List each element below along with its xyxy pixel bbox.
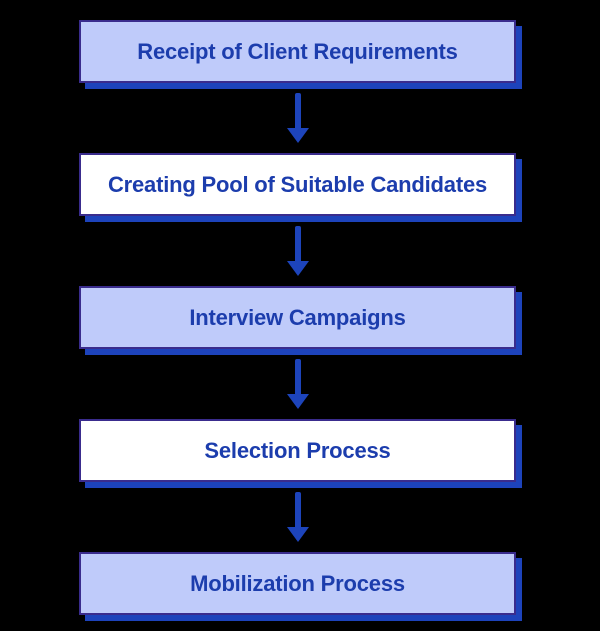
flow-step-selection-process: Selection Process xyxy=(79,419,516,482)
flowchart: Receipt of Client Requirements Creating … xyxy=(79,20,516,615)
connector-4 xyxy=(79,482,516,552)
flow-step-label: Receipt of Client Requirements xyxy=(137,38,458,64)
flow-step-label: Selection Process xyxy=(204,437,391,463)
down-arrow-icon xyxy=(286,226,309,276)
connector-2 xyxy=(79,216,516,286)
flow-step-receipt-of-client-requirements: Receipt of Client Requirements xyxy=(79,20,516,83)
down-arrow-icon xyxy=(286,93,309,143)
flow-step-mobilization-process: Mobilization Process xyxy=(79,552,516,615)
flow-step-creating-pool-of-suitable-candidates: Creating Pool of Suitable Candidates xyxy=(79,153,516,216)
flow-step-label: Mobilization Process xyxy=(190,570,405,596)
flow-step-label: Creating Pool of Suitable Candidates xyxy=(107,171,488,197)
down-arrow-icon xyxy=(286,492,309,542)
down-arrow-icon xyxy=(286,359,309,409)
connector-1 xyxy=(79,83,516,153)
flow-step-interview-campaigns: Interview Campaigns xyxy=(79,286,516,349)
flow-step-label: Interview Campaigns xyxy=(189,304,406,330)
connector-3 xyxy=(79,349,516,419)
